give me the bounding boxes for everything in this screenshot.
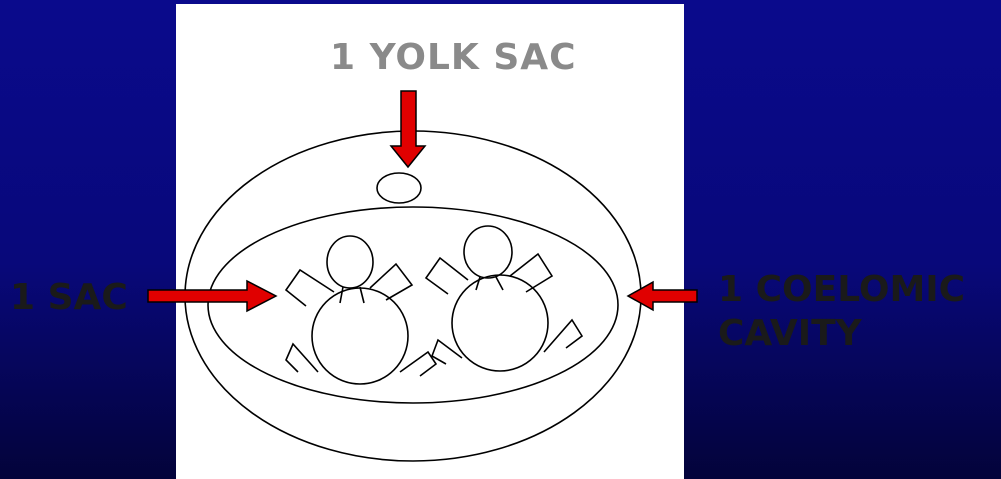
coelomic-cavity-label: 1 COELOMIC CAVITY — [718, 268, 965, 356]
embryo-right — [424, 225, 584, 372]
embryo-left — [284, 235, 438, 385]
yolk-sac-label: 1 YOLK SAC — [330, 37, 577, 78]
red-arrows — [147, 90, 698, 313]
arrow-left-to-coelomic-cavity — [626, 280, 698, 312]
sac-label: 1 SAC — [10, 277, 128, 318]
arrow-down-to-yolk-sac — [389, 90, 427, 169]
coelomic-label-line1: 1 COELOMIC — [718, 269, 966, 310]
arrow-right-to-sac — [147, 279, 278, 313]
diagram-panel — [176, 4, 684, 479]
yolk-sac — [376, 172, 422, 204]
amniotic-sac-outline — [207, 206, 619, 404]
coelomic-label-line2: CAVITY — [718, 313, 862, 354]
